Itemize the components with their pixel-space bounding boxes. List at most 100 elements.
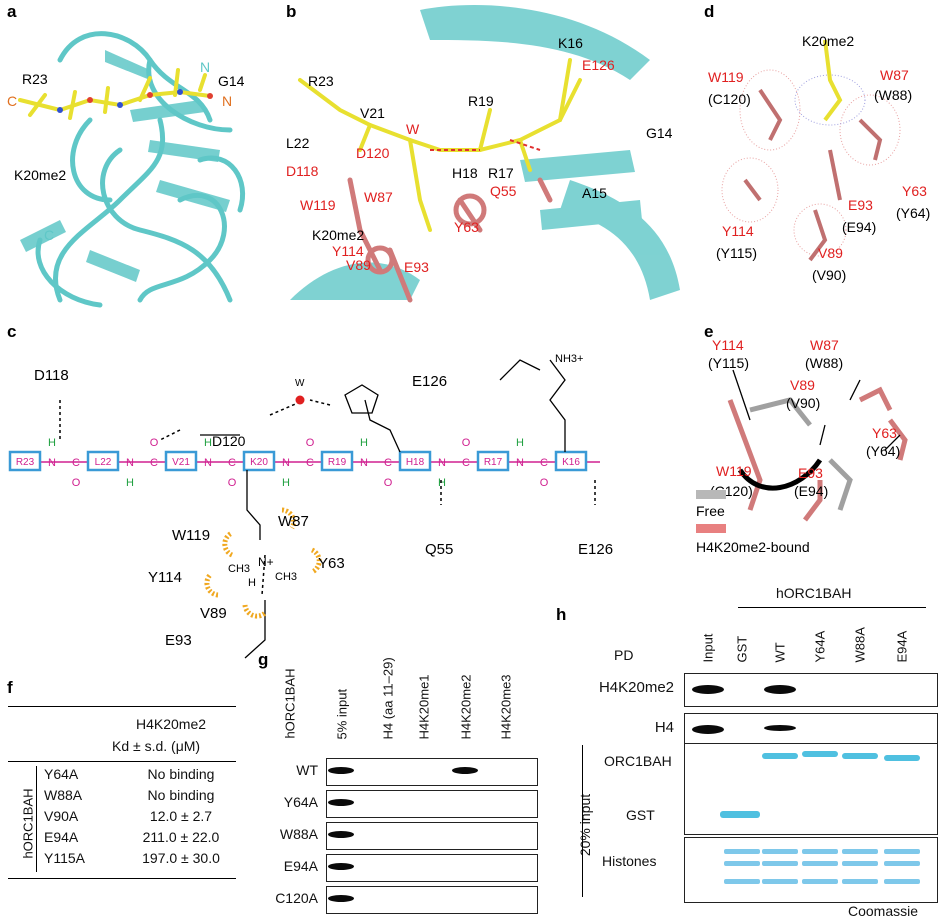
c-atom-label: H xyxy=(204,437,212,449)
a-label-c1: C xyxy=(7,93,17,109)
e-label-e93: E93 xyxy=(798,465,823,481)
e-legend-free-swatch xyxy=(696,490,726,499)
h-footer: Coomassie xyxy=(848,903,919,919)
h-histone-band xyxy=(802,861,838,866)
c-atom-label: C xyxy=(72,457,80,469)
c-atom-label: N xyxy=(282,457,290,469)
h-orc-band xyxy=(842,753,878,759)
d-label-y114: Y114 xyxy=(722,223,754,239)
g-band xyxy=(452,767,478,774)
f-table-row: Y115A 197.0 ± 30.0 xyxy=(40,850,236,870)
c-atom-label: C xyxy=(306,457,314,469)
c-residue-box xyxy=(398,450,432,472)
c-label-d120: D120 xyxy=(212,433,246,449)
c-atom-label: C xyxy=(228,457,236,469)
h-column-label: WT xyxy=(772,642,788,663)
f-header2: Kd ± s.d. (μM) xyxy=(112,738,201,754)
h-histone-band xyxy=(884,849,920,854)
c-label-e126-bot: E126 xyxy=(578,541,613,558)
g-blot-strip xyxy=(326,886,538,914)
panel-d-structure: K20me2 W119 (C120) W87 (W88) Y63 (Y64) E… xyxy=(708,33,930,283)
f-kd-value: No binding xyxy=(147,787,215,803)
c-atom-label: H xyxy=(282,477,290,489)
f-kd-value: No binding xyxy=(147,766,215,782)
b-label-q55: Q55 xyxy=(490,183,517,199)
h-group-label: hORC1BAH xyxy=(776,585,852,601)
h-band xyxy=(692,725,724,734)
panel-b-structure: K16 E126 R23 V21 R19 L22 W G14 D118 H18 … xyxy=(286,5,680,303)
d-label-c120: (C120) xyxy=(708,91,751,107)
c-label-w87: W87 xyxy=(278,513,309,530)
g-band xyxy=(328,831,354,838)
h-column-label: GST xyxy=(734,635,750,663)
a-label-n1: N xyxy=(200,59,210,75)
c-label-q55: Q55 xyxy=(425,541,453,558)
g-blot-strip xyxy=(326,758,538,786)
panel-label-h: h xyxy=(556,605,567,624)
c-label-nplus: N+ xyxy=(258,555,274,569)
panel-a-structure: R23 C N G14 N K20me2 C xyxy=(7,31,246,308)
g-row-label: Y64A xyxy=(283,794,318,810)
c-atom-label: H xyxy=(48,437,56,449)
b-label-d118: D118 xyxy=(286,163,319,179)
c-atom-label: O xyxy=(150,437,159,449)
e-label-w88: (W88) xyxy=(805,355,843,371)
c-atom-label: H xyxy=(360,437,368,449)
c-atom-label: C xyxy=(384,457,392,469)
c-label-h: H xyxy=(248,577,256,589)
g-blot-strip xyxy=(326,822,538,850)
b-label-v89: V89 xyxy=(346,257,371,273)
b-label-l22: L22 xyxy=(286,135,310,151)
g-blot-strip xyxy=(326,790,538,818)
c-residue-label: R17 xyxy=(484,457,503,468)
c-residue-label: R23 xyxy=(16,457,35,468)
f-mutant: Y115A xyxy=(44,850,85,866)
h-side-label: 20% input xyxy=(577,793,593,857)
c-imidazole xyxy=(344,384,379,414)
c-label-ch3b: CH3 xyxy=(275,571,297,583)
e-label-v90: (V90) xyxy=(786,395,820,411)
a-label-c2: C xyxy=(44,227,54,243)
c-label-w: W xyxy=(295,378,305,389)
c-atom-label: O xyxy=(384,477,393,489)
c-label-e93: E93 xyxy=(165,632,192,649)
f-table-row: Y64A No binding xyxy=(40,766,236,786)
g-row-label: WT xyxy=(296,762,318,778)
g-band xyxy=(328,863,354,870)
c-label-d118: D118 xyxy=(34,367,69,384)
g-row-header: hORC1BAH xyxy=(282,668,298,739)
h-histone-band xyxy=(724,879,760,884)
h-histone-band xyxy=(724,861,760,866)
c-atom-label: O xyxy=(72,477,81,489)
f-header1: H4K20me2 xyxy=(136,716,207,732)
d-label-y115: (Y115) xyxy=(716,245,757,261)
f-kd-value: 211.0 ± 22.0 xyxy=(142,829,220,845)
h-band xyxy=(764,685,796,694)
h-orc-label: ORC1BAH xyxy=(604,753,672,769)
b-label-y63: Y63 xyxy=(454,219,479,235)
b-label-r17: R17 xyxy=(488,165,514,181)
e-label-v89: V89 xyxy=(790,377,815,393)
c-atom-label: C xyxy=(462,457,470,469)
h-band xyxy=(764,725,796,731)
g-column-label: H4K20me3 xyxy=(498,674,514,740)
f-mutant: Y64A xyxy=(44,766,79,782)
h-histones-label: Histones xyxy=(602,853,657,869)
d-label-v90: (V90) xyxy=(812,267,846,283)
c-atom-label: N xyxy=(204,457,212,469)
c-atom-label: O xyxy=(462,437,471,449)
h-histone-band xyxy=(884,861,920,866)
g-column-label: H4K20me2 xyxy=(458,674,474,740)
b-label-g14: G14 xyxy=(646,125,673,141)
g-column-label: 5% input xyxy=(334,688,350,740)
h-histone-gel xyxy=(684,837,938,903)
f-kd-value: 197.0 ± 30.0 xyxy=(142,850,220,866)
e-label-y114: Y114 xyxy=(712,337,744,353)
panel-label-b: b xyxy=(286,2,297,21)
e-label-w87: W87 xyxy=(810,337,839,353)
